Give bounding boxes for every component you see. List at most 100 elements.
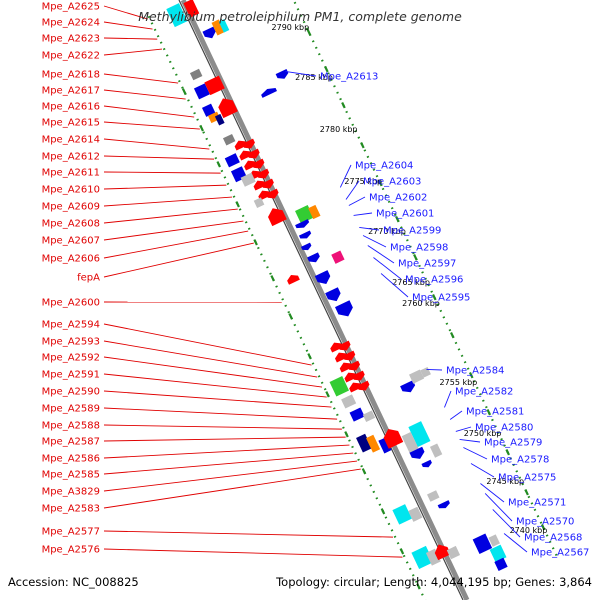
leader-left <box>103 373 327 398</box>
gene-label-left: Mpe_A2576 <box>42 545 100 556</box>
leader-right <box>463 447 488 460</box>
kbp-tick-label: 2760 kbp <box>402 299 440 308</box>
guide-dash <box>540 524 546 531</box>
gene-block <box>425 548 441 566</box>
gene-block <box>356 433 372 453</box>
gene-label-left: Mpe_A2588 <box>42 421 100 432</box>
gene-label-left: Mpe_A2592 <box>42 353 100 364</box>
guide-dash <box>468 372 474 379</box>
gene-block <box>240 172 256 187</box>
kbp-tick-label: 2785 kbp <box>295 73 333 82</box>
gene-block <box>329 376 350 397</box>
gene-label-left: Mpe_A2618 <box>42 70 100 81</box>
leader-left <box>103 121 200 130</box>
gene-label-left: Mpe_A2616 <box>42 102 100 113</box>
gene-label-right: Mpe_A2567 <box>531 548 589 559</box>
gene-arrow <box>437 500 450 509</box>
gene-label-left: Mpe_A2614 <box>42 135 100 146</box>
leader-left <box>103 390 332 408</box>
leader-left <box>103 73 179 84</box>
leader-left <box>103 21 153 30</box>
guide-dash <box>341 102 346 109</box>
gene-label-right: Mpe_A2613 <box>320 72 378 83</box>
gene-label-right: Mpe_A2582 <box>455 387 513 398</box>
guide-dash <box>416 583 421 590</box>
guide-dash <box>524 489 529 496</box>
gene-label-left: Mpe_A2623 <box>42 34 100 45</box>
leader-left <box>103 340 318 378</box>
leader-right <box>470 463 495 478</box>
guide-dash <box>199 125 204 132</box>
guide-dash <box>235 201 240 208</box>
gene-label-right: Mpe_A2581 <box>466 407 524 418</box>
gene-arrow <box>287 274 300 285</box>
gene-arrow <box>337 340 351 351</box>
leader-left <box>103 184 227 190</box>
gene-block <box>189 68 203 81</box>
gene-arrow <box>261 178 274 189</box>
leader-left <box>103 105 195 118</box>
gene-block <box>341 394 357 409</box>
leader-left <box>103 242 254 278</box>
gene-label-left: Mpe_A2610 <box>42 185 100 196</box>
gene-block <box>446 545 461 560</box>
gene-arrow <box>314 270 331 285</box>
gene-block <box>392 504 412 525</box>
topology-text: Topology: circular; Length: 4,044,195 bp… <box>276 575 592 589</box>
gene-label-right: Mpe_A2568 <box>524 533 582 544</box>
gene-arrow <box>342 350 356 361</box>
gene-label-left: Mpe_A2590 <box>42 387 100 398</box>
leader-right <box>480 483 505 503</box>
guide-dash <box>216 161 221 168</box>
gene-block <box>494 557 508 571</box>
guide-dash <box>307 353 312 360</box>
guide-dash <box>306 29 312 36</box>
kbp-tick-label: 2750 kbp <box>464 429 502 438</box>
gene-arrow <box>347 360 361 371</box>
gene-label-left: Mpe_A2589 <box>42 404 100 415</box>
gene-arrow <box>421 459 432 468</box>
gene-block <box>409 369 425 384</box>
leader-left <box>103 138 210 150</box>
leader-left <box>103 37 158 40</box>
gene-label-right: Mpe_A2597 <box>398 259 456 270</box>
gene-label-right: Mpe_A2595 <box>412 293 470 304</box>
gene-arrow <box>356 380 370 391</box>
kbp-tick-label: 2740 kbp <box>510 526 548 535</box>
gene-label-left: Mpe_A2594 <box>42 320 100 331</box>
gene-label-right: Mpe_A2580 <box>475 423 533 434</box>
gene-label-left: Mpe_A2600 <box>42 298 100 309</box>
gene-label-right: Mpe_A2603 <box>363 177 421 188</box>
leader-left <box>103 424 342 430</box>
gene-label-left: Mpe_A2617 <box>42 86 100 97</box>
gene-block <box>253 197 265 209</box>
guide-dash <box>344 431 349 438</box>
leader-right <box>362 235 387 248</box>
gene-label-left: Mpe_A2611 <box>42 168 100 179</box>
leader-left <box>103 548 403 558</box>
guide-dash <box>325 391 330 398</box>
gene-arrow <box>256 168 270 179</box>
gene-block <box>408 506 423 522</box>
gene-arrow <box>325 287 341 302</box>
gene-label-left: Mpe_A2606 <box>42 254 100 265</box>
leader-right <box>459 439 481 443</box>
gene-block <box>489 544 507 563</box>
leader-right <box>444 390 452 408</box>
guide-dash <box>505 449 510 456</box>
leader-left <box>103 196 233 207</box>
gene-block <box>331 250 345 264</box>
leader-left <box>103 48 163 56</box>
gene-arrow <box>268 208 287 227</box>
guide-dash <box>181 88 187 95</box>
leader-right <box>492 509 521 538</box>
gene-block <box>429 443 443 458</box>
gene-arrow <box>251 158 265 169</box>
gene-label-left: Mpe_A3829 <box>42 487 100 498</box>
gene-label-right: Mpe_A2579 <box>484 438 542 449</box>
gene-label-left: Mpe_A2585 <box>42 470 100 481</box>
dotted-guide-left <box>147 15 427 600</box>
gene-block <box>308 204 321 220</box>
